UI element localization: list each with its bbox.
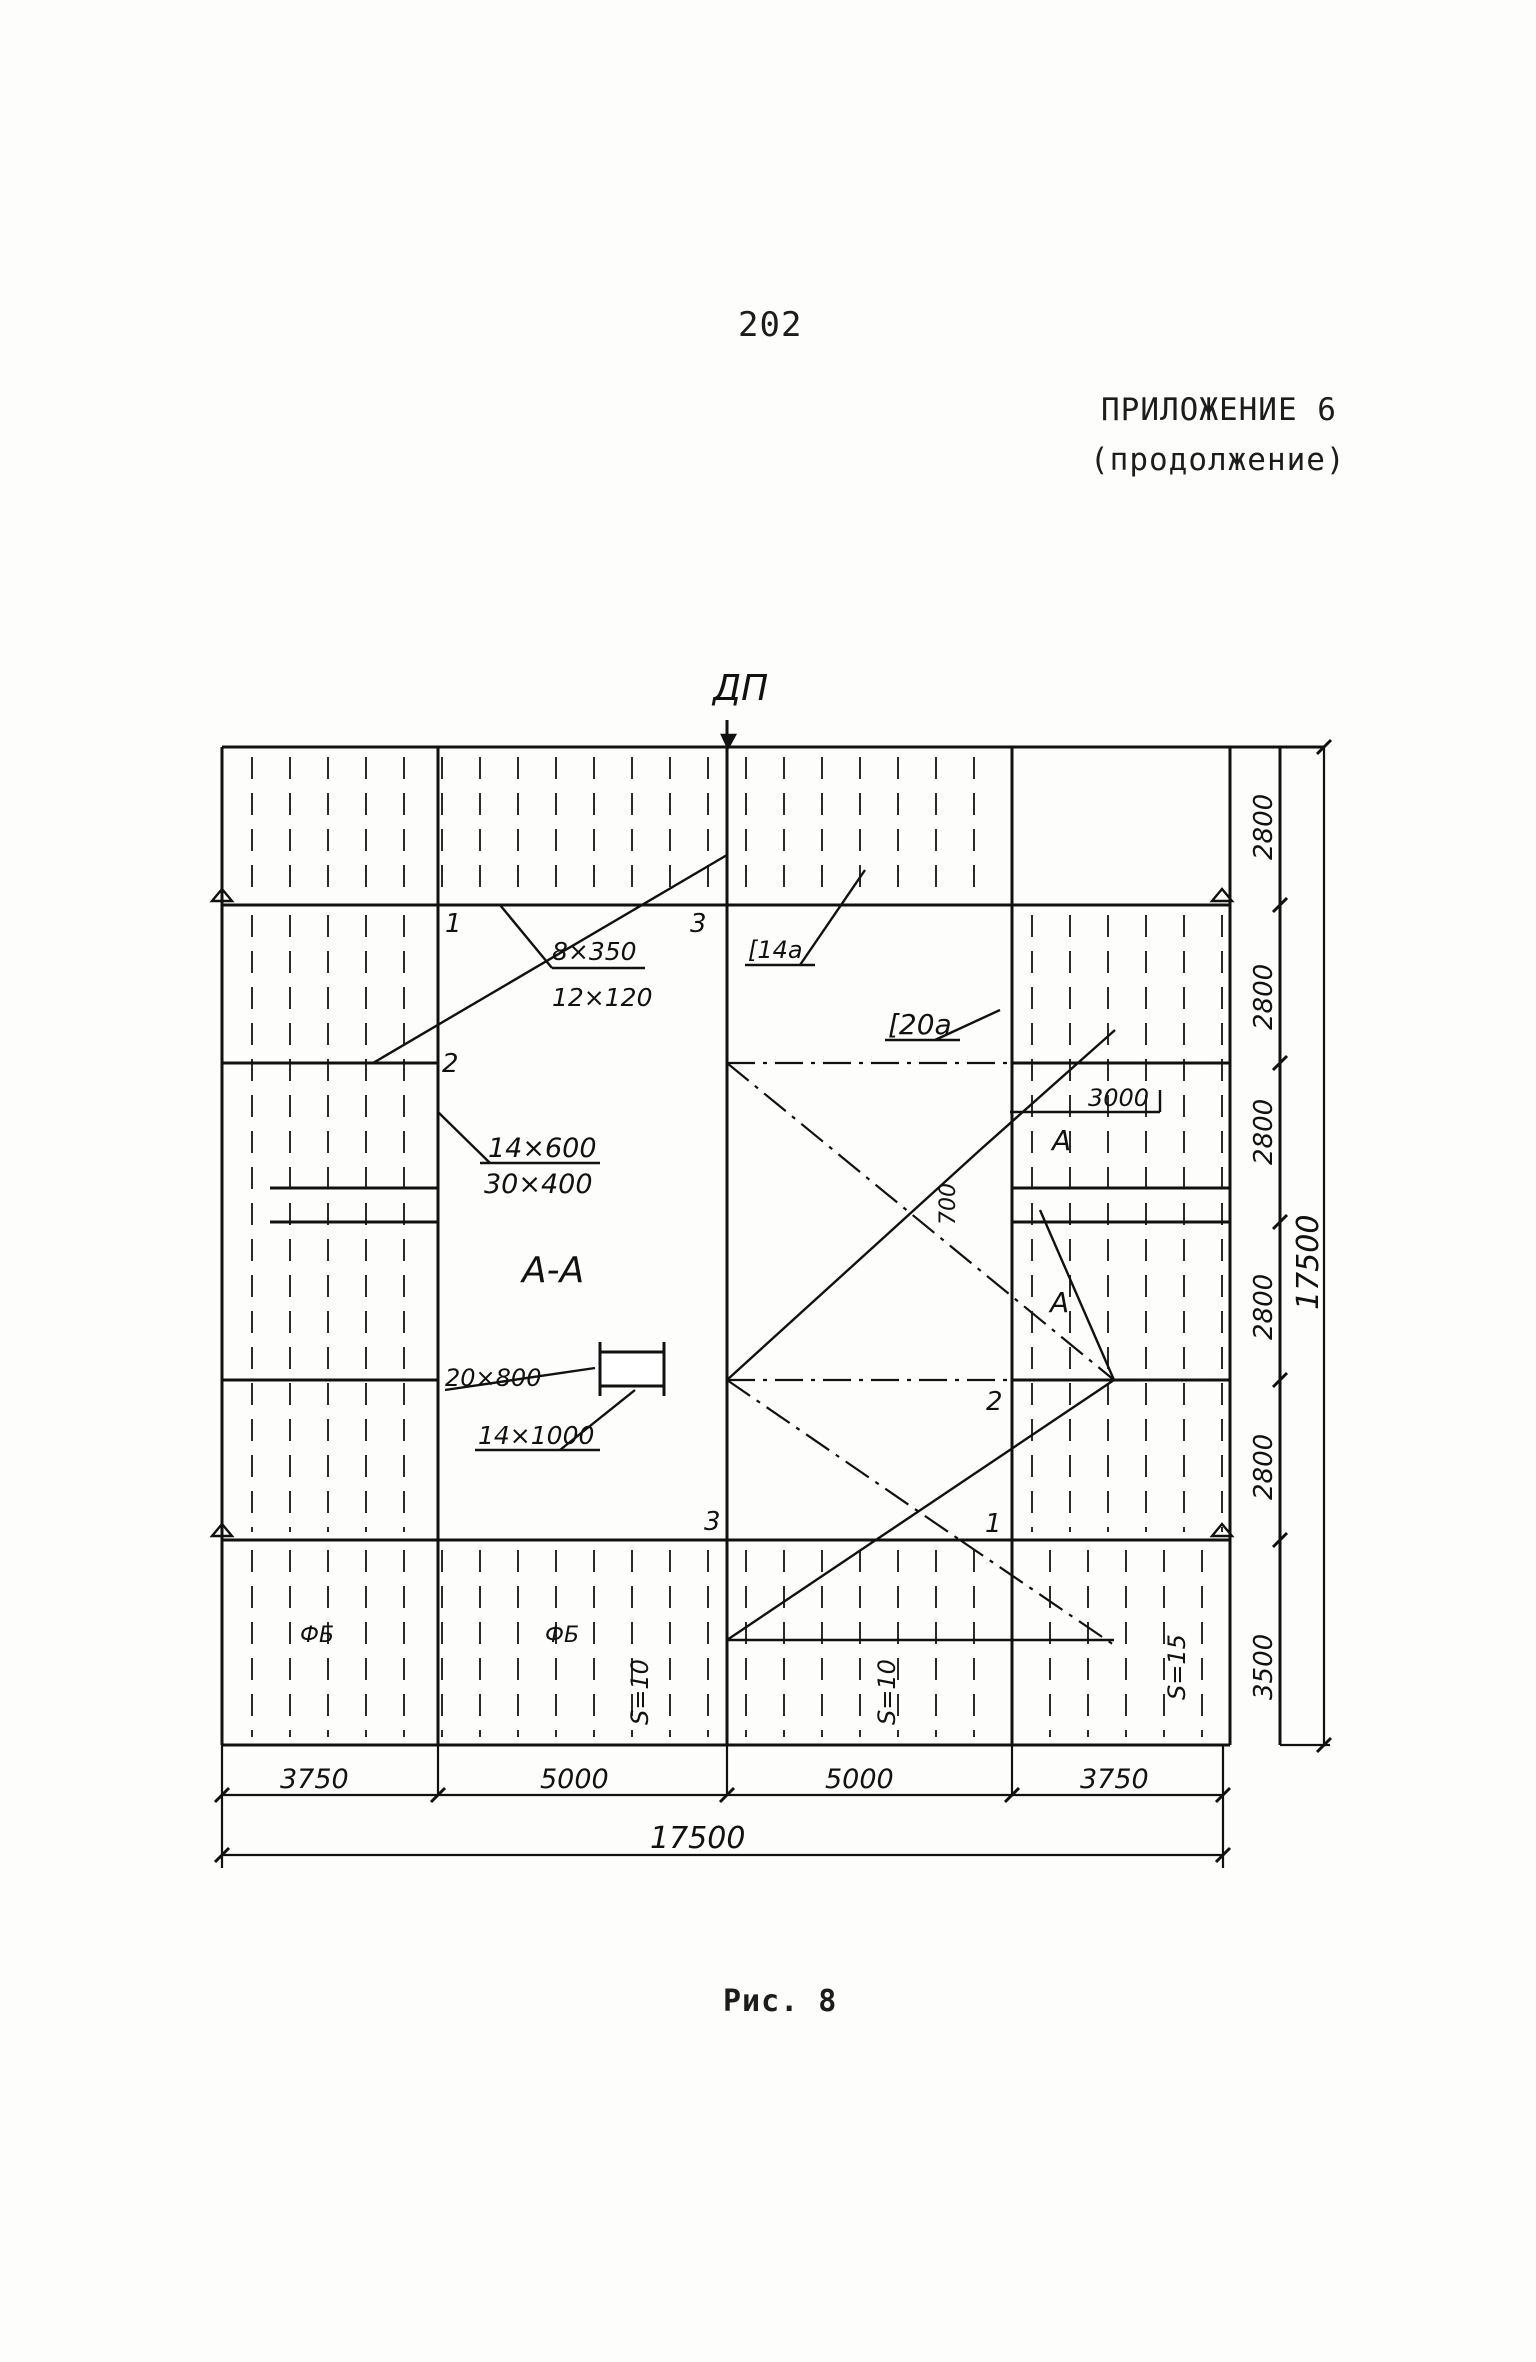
dimension-tick bbox=[1271, 1371, 1289, 1389]
dimension-tick bbox=[1271, 1054, 1289, 1072]
thickness-label-right: S=15 bbox=[1163, 1634, 1191, 1700]
dimension-tick bbox=[1315, 1736, 1333, 1754]
figure-caption: Рис. 8 bbox=[723, 1984, 838, 2019]
dim-right-label: 2800 bbox=[1249, 794, 1279, 860]
dimension-lines bbox=[220, 747, 1330, 1868]
dimension-tick bbox=[1271, 896, 1289, 914]
dimension-tick bbox=[1271, 1213, 1289, 1231]
plate-label-30x400: 30×400 bbox=[484, 1169, 593, 1200]
appendix-subtitle: (продолжение) bbox=[1090, 442, 1346, 478]
support-left-top bbox=[209, 887, 235, 903]
right-dimension-labels: 2800 2800 2800 2800 2800 3500 bbox=[1249, 794, 1279, 1700]
dashdot-lines bbox=[726, 1061, 1230, 1646]
axis-label-dp: ДП bbox=[711, 668, 768, 709]
dimension-tick bbox=[213, 1846, 231, 1864]
support-left-bottom bbox=[209, 1522, 235, 1538]
support-markers bbox=[209, 733, 1235, 1538]
dim-right-label: 2800 bbox=[1249, 1274, 1279, 1340]
leader-20x800 bbox=[444, 1366, 596, 1392]
support-right-bottom bbox=[1209, 1522, 1235, 1538]
dimension-tick bbox=[429, 1786, 447, 1804]
i-beam-section bbox=[598, 1342, 666, 1396]
section-mark-bottom: А bbox=[1048, 1286, 1069, 1319]
leader-20a bbox=[934, 1008, 1001, 1042]
dimension-tick bbox=[1214, 1846, 1232, 1864]
point-label-1-top: 1 bbox=[445, 909, 462, 939]
plate-label-20x800: 20×800 bbox=[445, 1364, 541, 1392]
plate-label-12x120: 12×120 bbox=[552, 983, 652, 1012]
thickness-label-mid: S=10 bbox=[873, 1659, 901, 1725]
leader-14x1000 bbox=[559, 1389, 636, 1451]
dashdot-diag-1 bbox=[726, 1062, 1115, 1381]
dimension-tick bbox=[1271, 1531, 1289, 1549]
support-right-top bbox=[1209, 887, 1235, 903]
centerline-marker bbox=[720, 733, 738, 751]
point-label-1-bottom: 1 bbox=[985, 1509, 1002, 1539]
dim-right-label: 3500 bbox=[1249, 1634, 1279, 1700]
dim-bottom-label: 5000 bbox=[825, 1764, 894, 1795]
dim-bottom-label: 3750 bbox=[1080, 1764, 1149, 1795]
dimension-ticks bbox=[213, 738, 1333, 1864]
dimension-tick bbox=[1003, 1786, 1021, 1804]
dim-total-right: 17500 bbox=[1291, 1215, 1326, 1310]
point-label-3-top: 3 bbox=[690, 909, 707, 939]
section-offset-dim: 3000 bbox=[1088, 1084, 1149, 1112]
point-label-2-left: 2 bbox=[442, 1049, 459, 1079]
bottom-dimension-labels: 3750 5000 5000 3750 bbox=[280, 1764, 1149, 1795]
plate-label-14x600: 14×600 bbox=[488, 1133, 597, 1164]
page-number: 202 bbox=[738, 305, 803, 345]
leader-8x350 bbox=[499, 904, 553, 969]
dimension-tick bbox=[718, 1786, 736, 1804]
zone-mark-mid: ФБ bbox=[545, 1623, 579, 1648]
plate-label-8x350: 8×350 bbox=[552, 937, 637, 966]
section-label-aa: А-А bbox=[520, 1250, 584, 1291]
diag-up-1 bbox=[726, 1149, 981, 1381]
appendix-title: ПРИЛОЖЕНИЕ 6 bbox=[1101, 392, 1337, 428]
dim-right-label: 2800 bbox=[1249, 1099, 1279, 1165]
dim-bottom-label: 3750 bbox=[280, 1764, 349, 1795]
point-label-3-bottom: 3 bbox=[704, 1507, 721, 1537]
section-mark-top: А bbox=[1050, 1124, 1071, 1157]
profile-label-20a: [20a bbox=[888, 1008, 952, 1041]
diag-up-2 bbox=[979, 1029, 1116, 1151]
dimension-tick bbox=[213, 1786, 231, 1804]
dashdot-diag-2 bbox=[726, 1379, 961, 1541]
plate-label-14x1000: 14×1000 bbox=[478, 1421, 594, 1450]
dim-bottom-label: 5000 bbox=[540, 1764, 609, 1795]
dim-right-label: 2800 bbox=[1249, 1434, 1279, 1500]
dim-right-label: 2800 bbox=[1249, 964, 1279, 1030]
leader-14x600 bbox=[437, 1111, 491, 1164]
dimension-tick bbox=[1214, 1786, 1232, 1804]
thickness-label-left: S=10 bbox=[626, 1659, 654, 1725]
dimension-tick bbox=[1315, 738, 1333, 756]
beam-web bbox=[598, 1350, 666, 1388]
profile-label-14a: [14a bbox=[748, 936, 803, 964]
dim-total-bottom: 17500 bbox=[650, 1821, 745, 1856]
diag-up-3 bbox=[726, 1379, 1115, 1641]
point-label-2-right: 2 bbox=[986, 1387, 1003, 1417]
diag-down-1 bbox=[1038, 1209, 1116, 1381]
section-vertical-dim: 700 bbox=[936, 1183, 961, 1225]
zone-mark-left: ФБ bbox=[300, 1623, 334, 1648]
frame-lines bbox=[220, 720, 1324, 1747]
dashdot-diag-3 bbox=[959, 1539, 1115, 1646]
leader-14a bbox=[799, 869, 866, 966]
solid-diagonals bbox=[372, 853, 1162, 1642]
leader-upper-plate bbox=[372, 853, 728, 1065]
